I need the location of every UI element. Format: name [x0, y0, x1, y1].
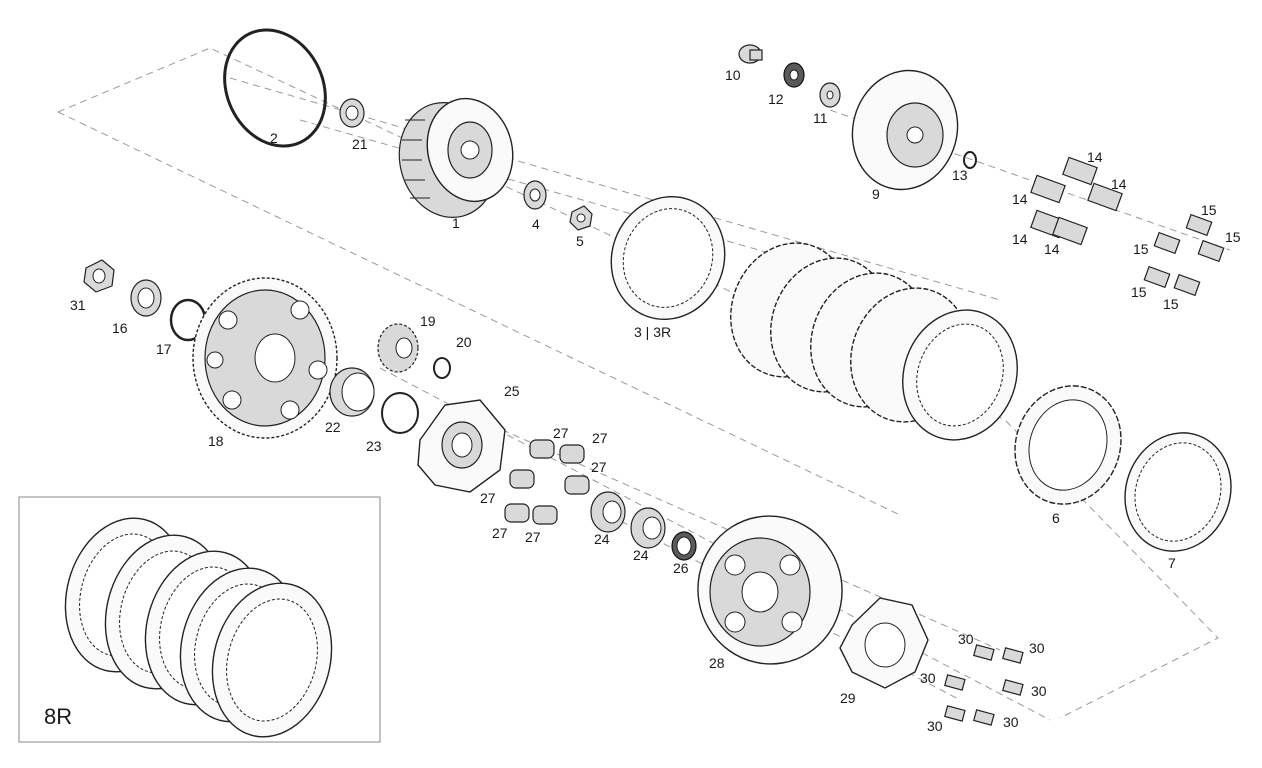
label-part-15-d: 15 — [1131, 284, 1147, 300]
label-part-27-a: 27 — [553, 425, 569, 441]
part-4-washer — [523, 180, 547, 210]
label-part-14-e: 14 — [1044, 241, 1060, 257]
label-part-16: 16 — [112, 320, 128, 336]
part-23-ring — [381, 392, 419, 434]
label-part-1: 1 — [452, 215, 460, 231]
label-part-26: 26 — [673, 560, 689, 576]
label-part-30-c: 30 — [920, 670, 936, 686]
label-part-24-b: 24 — [633, 547, 649, 563]
part-11-washer — [819, 82, 841, 108]
part-10-pushrod-cap — [738, 44, 763, 64]
label-part-27-f: 27 — [525, 529, 541, 545]
label-part-15-a: 15 — [1201, 202, 1217, 218]
part-9-pressure-plate — [851, 69, 959, 191]
label-part-2: 2 — [270, 130, 278, 146]
label-part-30-d: 30 — [1031, 683, 1047, 699]
label-part-22: 22 — [325, 419, 341, 435]
label-part-31: 31 — [70, 297, 86, 313]
label-part-8r: 8R — [44, 704, 72, 729]
label-part-3-3r: 3 | 3R — [634, 324, 671, 340]
label-part-5: 5 — [576, 233, 584, 249]
part-31-nut — [83, 259, 115, 293]
part-2-snap-ring — [223, 28, 327, 148]
label-part-9: 9 — [872, 186, 880, 202]
label-part-20: 20 — [456, 334, 472, 350]
label-part-19: 19 — [420, 313, 436, 329]
part-16-washer — [130, 279, 162, 317]
part-29-damper-plate — [839, 597, 929, 689]
label-part-30-a: 30 — [958, 631, 974, 647]
clutch-disc-pack — [730, 242, 1018, 441]
label-part-27-c: 27 — [591, 459, 607, 475]
label-part-23: 23 — [366, 438, 382, 454]
label-part-28: 28 — [709, 655, 725, 671]
label-part-15-e: 15 — [1163, 296, 1179, 312]
label-part-12: 12 — [768, 91, 784, 107]
label-part-27-e: 27 — [492, 525, 508, 541]
label-part-21: 21 — [352, 136, 368, 152]
part-30-screws — [944, 644, 1024, 726]
part-12-thrust-bearing — [783, 62, 805, 88]
label-part-30-b: 30 — [1029, 640, 1045, 656]
part-19-drive-gear — [377, 323, 419, 373]
part-25-damper-carrier — [417, 399, 506, 493]
label-part-14-c: 14 — [1012, 191, 1028, 207]
label-part-14-a: 14 — [1087, 149, 1103, 165]
part-15-bolts — [1143, 213, 1225, 297]
label-part-10: 10 — [725, 67, 741, 83]
part-6-friction-disc — [1014, 385, 1122, 505]
inset-disc-stack — [64, 517, 333, 738]
label-part-18: 18 — [208, 433, 224, 449]
part-18-primary-gear — [192, 277, 338, 439]
label-part-24-a: 24 — [594, 531, 610, 547]
label-part-17: 17 — [156, 341, 172, 357]
label-part-27-b: 27 — [592, 430, 608, 446]
label-part-7: 7 — [1168, 555, 1176, 571]
label-part-25: 25 — [504, 383, 520, 399]
part-24-needle-bearings — [590, 491, 666, 549]
part-labels: 2 21 1 4 5 3 | 3R 10 12 11 9 13 14 14 14… — [44, 67, 1241, 734]
part-1-clutch-hub — [398, 97, 514, 218]
part-13-circlip — [963, 151, 977, 169]
label-part-14-d: 14 — [1012, 231, 1028, 247]
inset-8r-box — [18, 496, 381, 743]
label-part-14-b: 14 — [1111, 176, 1127, 192]
part-14-springs — [1030, 156, 1123, 246]
label-part-29: 29 — [840, 690, 856, 706]
label-part-30-e: 30 — [927, 718, 943, 734]
part-3-plain-disc — [610, 195, 726, 321]
part-20-circlip — [433, 357, 451, 379]
label-part-4: 4 — [532, 216, 540, 232]
label-part-27-d: 27 — [480, 490, 496, 506]
label-part-30-f: 30 — [1003, 714, 1019, 730]
part-28-clutch-basket — [697, 515, 843, 665]
part-5-nut — [569, 205, 593, 231]
part-27-rubber-dampers — [504, 439, 590, 525]
label-part-15-b: 15 — [1225, 229, 1241, 245]
label-part-11: 11 — [813, 110, 828, 126]
part-21-washer — [339, 98, 365, 128]
label-part-6: 6 — [1052, 510, 1060, 526]
part-26-seal-ring — [671, 531, 697, 561]
part-22-bushing — [329, 367, 375, 417]
part-7-plain-disc — [1124, 432, 1232, 552]
label-part-15-c: 15 — [1133, 241, 1149, 257]
label-part-13: 13 — [952, 167, 968, 183]
